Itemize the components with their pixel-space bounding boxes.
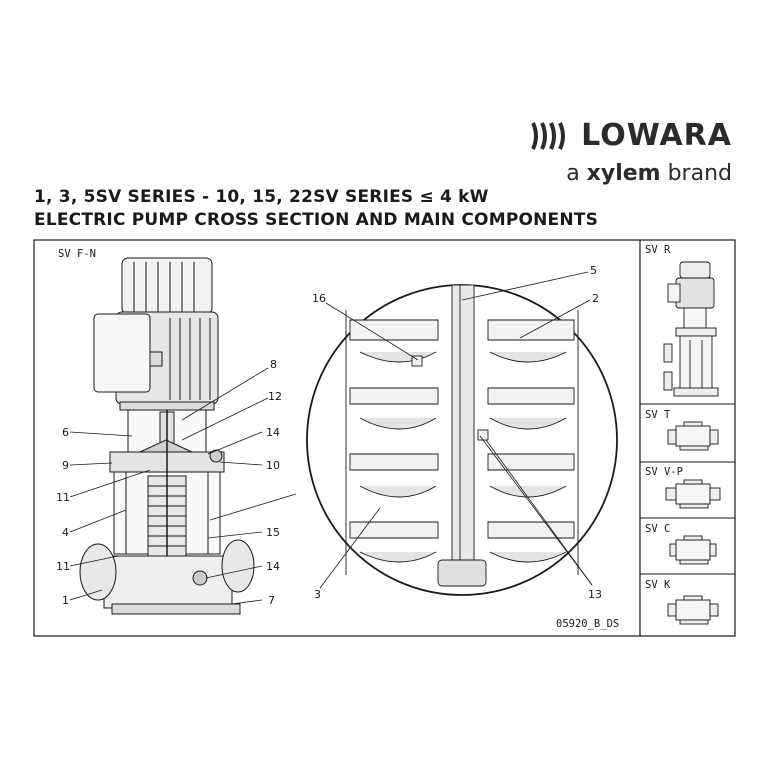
pump-shaft bbox=[451, 284, 475, 561]
callout-15: 15 bbox=[266, 526, 280, 539]
tagline-suffix: brand bbox=[660, 161, 732, 186]
callout-14-lower: 14 bbox=[266, 560, 280, 573]
sv-c-pump-illustration bbox=[669, 535, 717, 565]
lowara-wave-logo-icon bbox=[531, 121, 566, 150]
motor-fan-cover bbox=[121, 257, 213, 315]
callout-11-upper: 11 bbox=[56, 491, 70, 504]
side-label-sv-t: SV T bbox=[645, 409, 671, 421]
outlet-flange bbox=[221, 539, 255, 593]
sv-t-pump-illustration bbox=[667, 421, 719, 451]
side-illustrations bbox=[663, 261, 721, 625]
shaft-coupling bbox=[437, 559, 487, 587]
sv-k-pump-illustration bbox=[667, 595, 719, 625]
callout-2: 2 bbox=[592, 292, 599, 305]
magnified-detail bbox=[306, 271, 618, 596]
callout-3: 3 bbox=[314, 588, 321, 601]
callout-5: 5 bbox=[590, 264, 597, 277]
callout-9: 9 bbox=[62, 459, 69, 472]
callout-1: 1 bbox=[62, 594, 69, 607]
side-label-sv-k: SV K bbox=[645, 579, 671, 591]
logo-row: LOWARA bbox=[529, 118, 732, 153]
drawing-frame bbox=[33, 239, 736, 637]
tagline-brand: xylem bbox=[586, 161, 661, 186]
callout-13: 13 bbox=[588, 588, 602, 601]
detail-leader-lines bbox=[319, 271, 593, 589]
brand-tagline: a xylem brand bbox=[529, 161, 732, 186]
sv-r-pump-illustration bbox=[663, 261, 719, 397]
callout-4: 4 bbox=[62, 526, 69, 539]
main-pump-illustration bbox=[79, 257, 255, 615]
page-subtitle: ELECTRIC PUMP CROSS SECTION AND MAIN COM… bbox=[34, 210, 599, 230]
callout-10: 10 bbox=[266, 459, 280, 472]
callout-labels: 6 9 11 4 11 1 8 12 14 10 15 14 7 5 2 16 … bbox=[56, 264, 602, 607]
sv-v-p-pump-illustration bbox=[665, 479, 721, 509]
side-label-sv-r: SV R bbox=[645, 244, 671, 256]
callout-11-lower: 11 bbox=[56, 560, 70, 573]
tagline-prefix: a bbox=[566, 161, 587, 186]
callout-6: 6 bbox=[62, 426, 69, 439]
callout-16: 16 bbox=[312, 292, 326, 305]
main-panel-label: SV F-N bbox=[58, 248, 96, 260]
base-plate bbox=[111, 603, 241, 615]
callout-7: 7 bbox=[268, 594, 275, 607]
terminal-box bbox=[93, 313, 151, 393]
callout-12: 12 bbox=[268, 390, 282, 403]
drawing-code: 05920_B_DS bbox=[556, 618, 619, 630]
main-leader-lines bbox=[69, 367, 297, 605]
page-title: 1, 3, 5SV SERIES - 10, 15, 22SV SERIES ≤… bbox=[34, 187, 489, 207]
pump-base bbox=[103, 555, 233, 609]
side-label-sv-v-p: SV V-P bbox=[645, 466, 683, 478]
callout-14-upper: 14 bbox=[266, 426, 280, 439]
brand-block: LOWARA a xylem brand bbox=[529, 118, 732, 186]
callout-8: 8 bbox=[270, 358, 277, 371]
side-label-sv-c: SV C bbox=[645, 523, 670, 535]
logo-wordmark: LOWARA bbox=[581, 118, 732, 153]
